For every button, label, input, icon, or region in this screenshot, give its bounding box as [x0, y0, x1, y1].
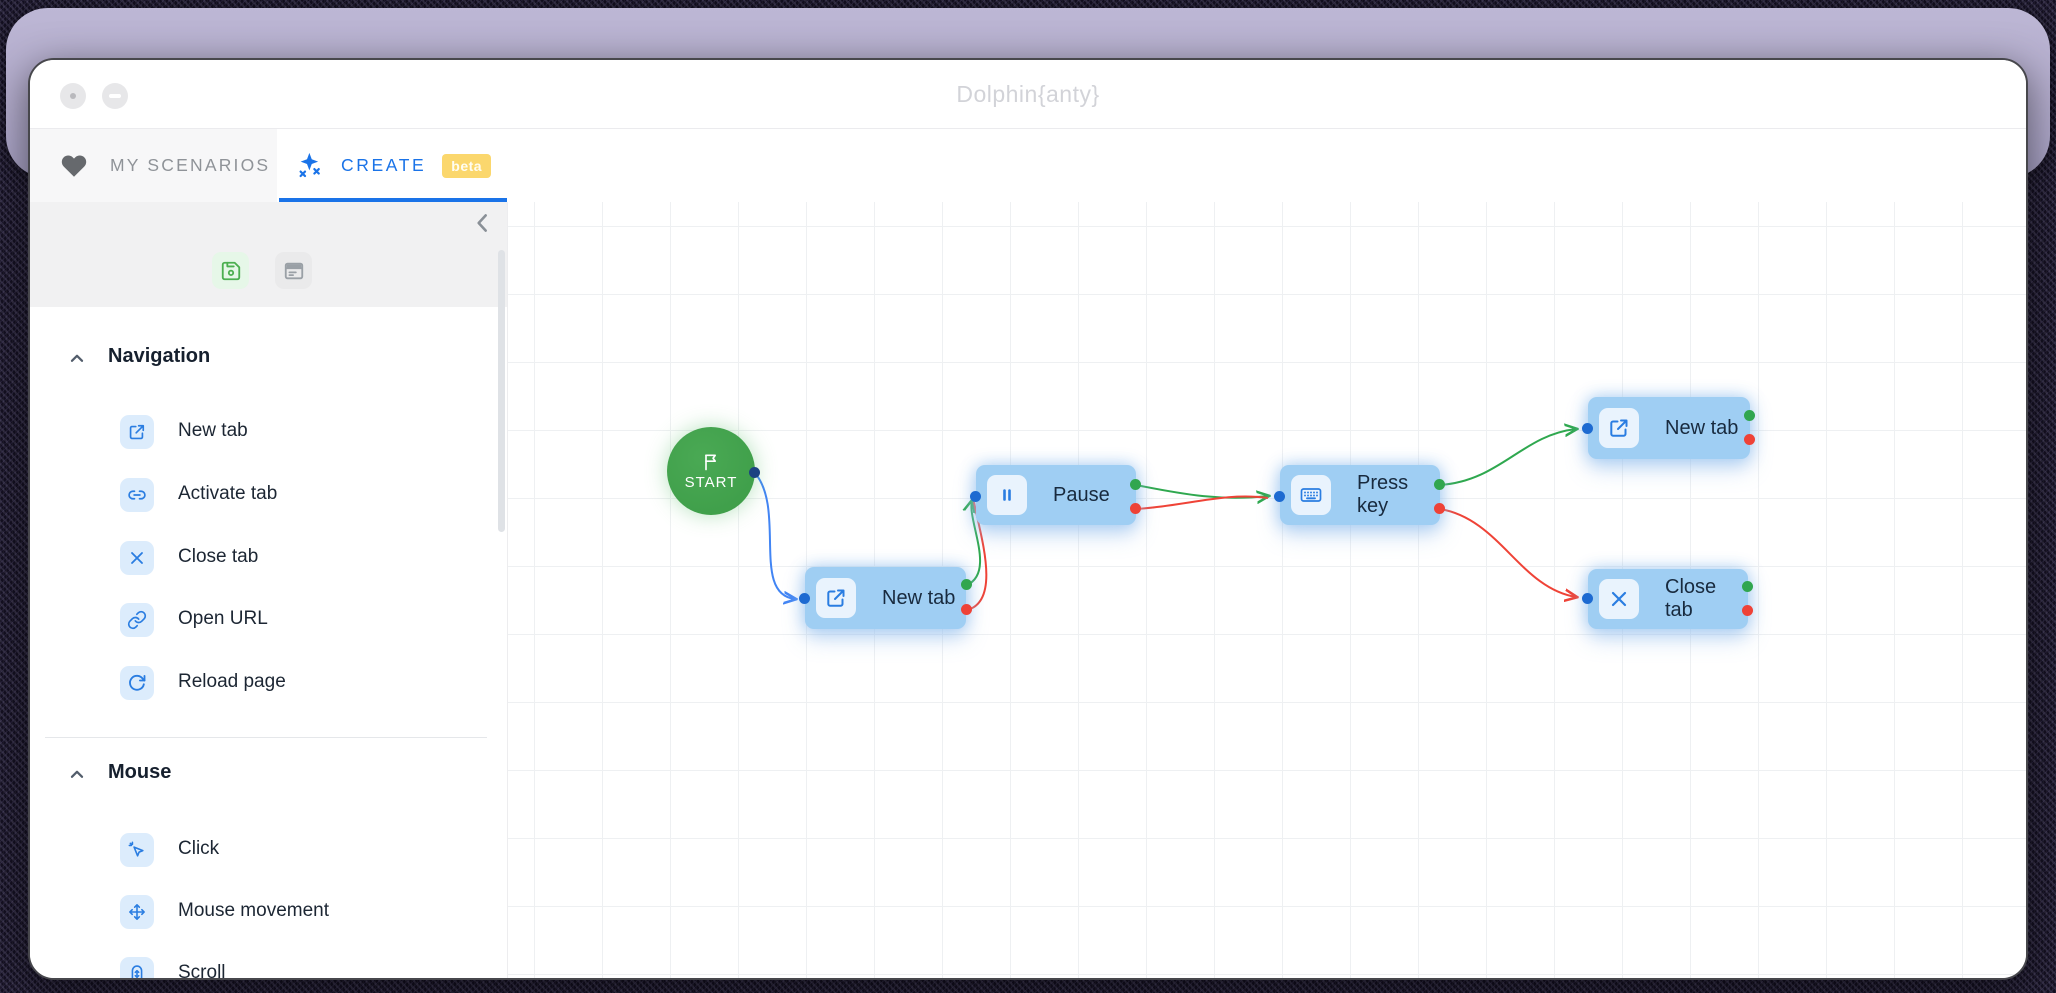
- node-start[interactable]: START: [667, 427, 755, 515]
- sidebar-item-close-tab[interactable]: Close tab: [30, 533, 490, 583]
- external-link-icon: [1599, 408, 1639, 448]
- titlebar: Dolphin{anty}: [30, 60, 2026, 129]
- sidebar-item-reload-page[interactable]: Reload page: [30, 658, 490, 708]
- tab-my-scenarios-label: MY SCENARIOS: [110, 155, 271, 175]
- sidebar-item-click[interactable]: Click: [30, 825, 490, 875]
- scroll-icon: [120, 957, 154, 978]
- sidebar-item-label: Scroll: [178, 962, 226, 980]
- move-icon: [120, 895, 154, 929]
- flow-edges: [754, 202, 2027, 611]
- tab-create-label: CREATE: [341, 155, 427, 175]
- flow-canvas[interactable]: START New tab Pause Press key: [507, 202, 2027, 978]
- close-icon: [1599, 579, 1639, 619]
- node-new-tab-1[interactable]: New tab: [805, 567, 966, 629]
- sidebar-item-scroll[interactable]: Scroll: [30, 949, 490, 980]
- node-pause[interactable]: Pause: [976, 465, 1136, 525]
- port-start-output[interactable]: [749, 467, 760, 478]
- back-button[interactable]: [60, 83, 86, 109]
- edge-start-to-newtab1: [754, 472, 795, 599]
- flag-icon: [701, 452, 721, 472]
- sidebar-scrollbar[interactable]: [498, 250, 505, 532]
- section-mouse[interactable]: Mouse: [30, 760, 507, 790]
- port-error[interactable]: [1434, 503, 1445, 514]
- edge-pause-error-to-presskey: [1135, 495, 1269, 510]
- form-icon: [283, 260, 305, 282]
- minus-icon: [109, 94, 121, 98]
- sidebar-item-label: Mouse movement: [178, 900, 330, 921]
- port-input[interactable]: [799, 593, 810, 604]
- sidebar-item-label: Close tab: [178, 546, 259, 567]
- heart-icon: [60, 152, 88, 180]
- sidebar-item-new-tab[interactable]: New tab: [30, 407, 490, 457]
- port-success[interactable]: [1744, 410, 1755, 421]
- node-new-tab-2[interactable]: New tab: [1588, 397, 1750, 459]
- port-input[interactable]: [1582, 593, 1593, 604]
- save-icon: [220, 260, 242, 282]
- port-error[interactable]: [961, 604, 972, 615]
- node-press-key[interactable]: Press key: [1280, 465, 1440, 525]
- sidebar-item-label: Reload page: [178, 671, 286, 692]
- sidebar-item-label: Activate tab: [178, 483, 278, 504]
- port-error[interactable]: [1742, 605, 1753, 616]
- sidebar-item-open-url[interactable]: Open URL: [30, 595, 490, 645]
- edge-presskey-success-to-newtab2: [1439, 429, 1576, 486]
- chevron-up-icon: [66, 348, 88, 370]
- section-title: Mouse: [108, 761, 172, 783]
- sparkles-icon: [295, 151, 325, 181]
- log-view-button[interactable]: [275, 252, 312, 289]
- tab-create[interactable]: CREATE beta: [279, 129, 507, 202]
- edge-pause-success-to-presskey: [1135, 484, 1268, 498]
- reload-icon: [120, 666, 154, 700]
- chevron-up-icon: [66, 764, 88, 786]
- sidebar-header: [30, 202, 507, 307]
- sidebar-item-activate-tab[interactable]: Activate tab: [30, 470, 490, 520]
- chevron-left-icon[interactable]: [470, 210, 496, 236]
- external-link-icon: [816, 578, 856, 618]
- dot-icon: [70, 93, 76, 99]
- external-link-icon: [120, 415, 154, 449]
- start-node-label: START: [684, 473, 738, 491]
- sidebar-item-mouse-movement[interactable]: Mouse movement: [30, 887, 490, 937]
- node-label: New tab: [882, 586, 956, 609]
- node-close-tab[interactable]: Close tab: [1588, 569, 1748, 629]
- port-success[interactable]: [961, 579, 972, 590]
- port-input[interactable]: [1582, 423, 1593, 434]
- sidebar-item-label: Click: [178, 838, 220, 859]
- tabbar: MY SCENARIOS CREATE beta: [30, 129, 2026, 261]
- port-success[interactable]: [1742, 581, 1753, 592]
- port-error[interactable]: [1744, 434, 1755, 445]
- link-horizontal-icon: [120, 478, 154, 512]
- node-label: Close tab: [1665, 576, 1717, 621]
- tab-my-scenarios[interactable]: MY SCENARIOS: [30, 129, 277, 202]
- app-window: Dolphin{anty} MY SCENARIOS CREATE beta: [28, 58, 2028, 980]
- section-navigation[interactable]: Navigation: [30, 344, 507, 374]
- node-label: Press key: [1357, 472, 1409, 517]
- link-icon: [120, 603, 154, 637]
- section-title: Navigation: [108, 345, 211, 367]
- port-input[interactable]: [1274, 491, 1285, 502]
- minimize-button[interactable]: [102, 83, 128, 109]
- sidebar-item-label: Open URL: [178, 608, 268, 629]
- port-input[interactable]: [970, 491, 981, 502]
- section-divider: [45, 737, 487, 738]
- app-title: Dolphin{anty}: [956, 81, 1100, 107]
- port-success[interactable]: [1130, 479, 1141, 490]
- keyboard-icon: [1291, 475, 1331, 515]
- close-icon: [120, 541, 154, 575]
- actions-sidebar: Navigation New tab Activate tab Close ta…: [30, 202, 507, 980]
- edge-presskey-error-to-closetab: [1439, 508, 1576, 597]
- port-error[interactable]: [1130, 503, 1141, 514]
- content: Navigation New tab Activate tab Close ta…: [30, 202, 2027, 980]
- port-success[interactable]: [1434, 479, 1445, 490]
- sidebar-item-label: New tab: [178, 420, 248, 441]
- pause-icon: [987, 475, 1027, 515]
- active-tab-indicator: [279, 198, 507, 202]
- save-scenario-button[interactable]: [212, 252, 249, 289]
- click-icon: [120, 833, 154, 867]
- node-label: Pause: [1053, 483, 1110, 506]
- beta-badge: beta: [442, 153, 492, 178]
- node-label: New tab: [1665, 416, 1739, 439]
